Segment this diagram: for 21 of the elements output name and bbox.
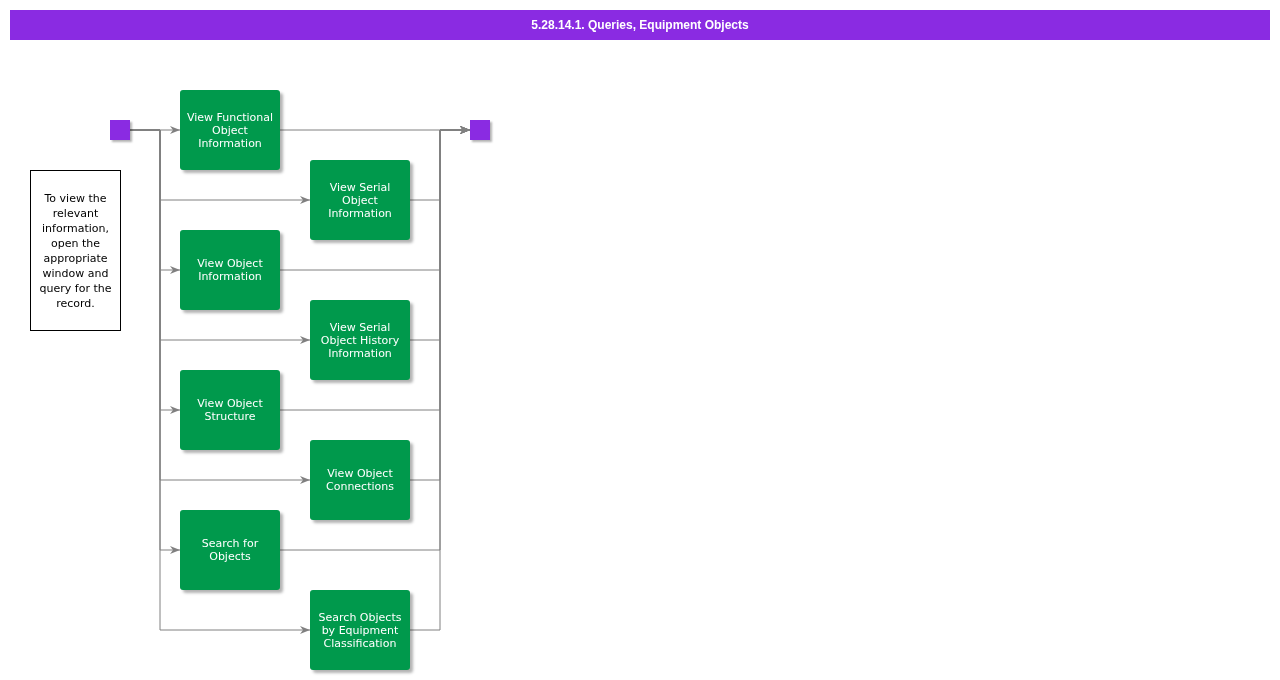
note-text: To view the relevant information, open the appropriate window and query for the record. bbox=[38, 190, 113, 311]
activity-box bbox=[310, 590, 410, 670]
activity-label: View Object Structure bbox=[196, 397, 264, 423]
activity-box bbox=[180, 370, 280, 450]
end-node bbox=[470, 120, 490, 140]
activity-label: View Serial Object History Information bbox=[319, 320, 401, 360]
activity-label: View Object Information bbox=[196, 257, 264, 283]
activity-box bbox=[180, 90, 280, 170]
note-box bbox=[30, 170, 121, 331]
activity-label: View Functional Object Information bbox=[185, 110, 275, 150]
activity-box bbox=[180, 510, 280, 590]
activity-label: Search Objects by Equipment Classification bbox=[317, 610, 403, 650]
title-bar: 5.28.14.1. Queries, Equipment Objects bbox=[10, 10, 1270, 40]
activity-label: View Serial Object Information bbox=[327, 180, 393, 220]
start-node bbox=[110, 120, 130, 140]
activity-box bbox=[310, 300, 410, 380]
activity-label: Search for Objects bbox=[200, 537, 260, 563]
activity-box bbox=[310, 440, 410, 520]
activity-box bbox=[310, 160, 410, 240]
activity-label: View Object Connections bbox=[325, 467, 395, 493]
activity-box bbox=[180, 230, 280, 310]
